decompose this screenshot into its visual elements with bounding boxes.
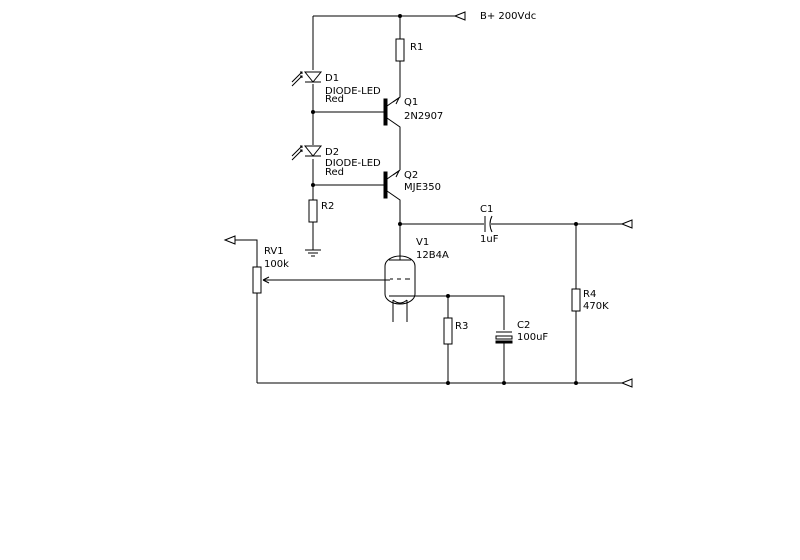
q2-ref: Q2 [404, 170, 418, 181]
junction-dot [446, 381, 450, 385]
ground-symbol [305, 249, 321, 257]
led-d1: D1 DIODE-LED Red [291, 71, 381, 105]
junction-dot [311, 183, 315, 187]
capacitor-c2: C2 100uF [495, 320, 548, 383]
transistor-q1: Q1 2N2907 [313, 68, 443, 170]
r4-ref: R4 [583, 289, 596, 300]
r4-value: 470K [583, 301, 609, 312]
resistor-r3: R3 [443, 296, 468, 383]
d1-ref: D1 [325, 73, 339, 84]
d1-value: Red [325, 94, 344, 105]
d2-value: Red [325, 167, 344, 178]
wiper-arrow [262, 276, 270, 284]
r2-ref: R2 [321, 201, 334, 212]
potentiometer-rv1: RV1 100k [223, 235, 289, 383]
c1-value: 1uF [480, 234, 499, 245]
r1-ref: R1 [410, 42, 423, 53]
junction-dot [502, 381, 506, 385]
b-plus-label: B+ 200Vdc [480, 11, 536, 22]
rv1-value: 100k [264, 259, 289, 270]
d1-type: DIODE-LED [325, 86, 381, 97]
b-plus-rail: B+ 200Vdc [313, 11, 536, 22]
v1-part: 12B4A [416, 250, 449, 261]
cathode-wire [448, 295, 505, 330]
c2-value: 100uF [517, 332, 548, 343]
q2-part: MJE350 [404, 182, 441, 193]
capacitor-c1: C1 1uF [400, 204, 633, 245]
led-d2: D2 DIODE-LED Red [291, 145, 381, 178]
return-rail [257, 378, 633, 388]
vacuum-tube-v1: V1 12B4A [384, 224, 449, 322]
junction-dot [574, 381, 578, 385]
c1-ref: C1 [480, 204, 493, 215]
junction-dot [311, 110, 315, 114]
q1-part: 2N2907 [404, 111, 443, 122]
q1-ref: Q1 [404, 97, 418, 108]
d2-type: DIODE-LED [325, 158, 381, 169]
resistor-r1: R1 [395, 16, 423, 68]
c2-ref: C2 [517, 320, 530, 331]
resistor-r2: R2 [308, 199, 334, 223]
rv1-ref: RV1 [264, 246, 284, 257]
resistor-r4: R4 470K [571, 224, 609, 383]
r3-ref: R3 [455, 321, 468, 332]
v1-ref: V1 [416, 237, 429, 248]
d2-ref: D2 [325, 147, 339, 158]
transistor-q2: Q2 MJE350 [313, 169, 441, 224]
